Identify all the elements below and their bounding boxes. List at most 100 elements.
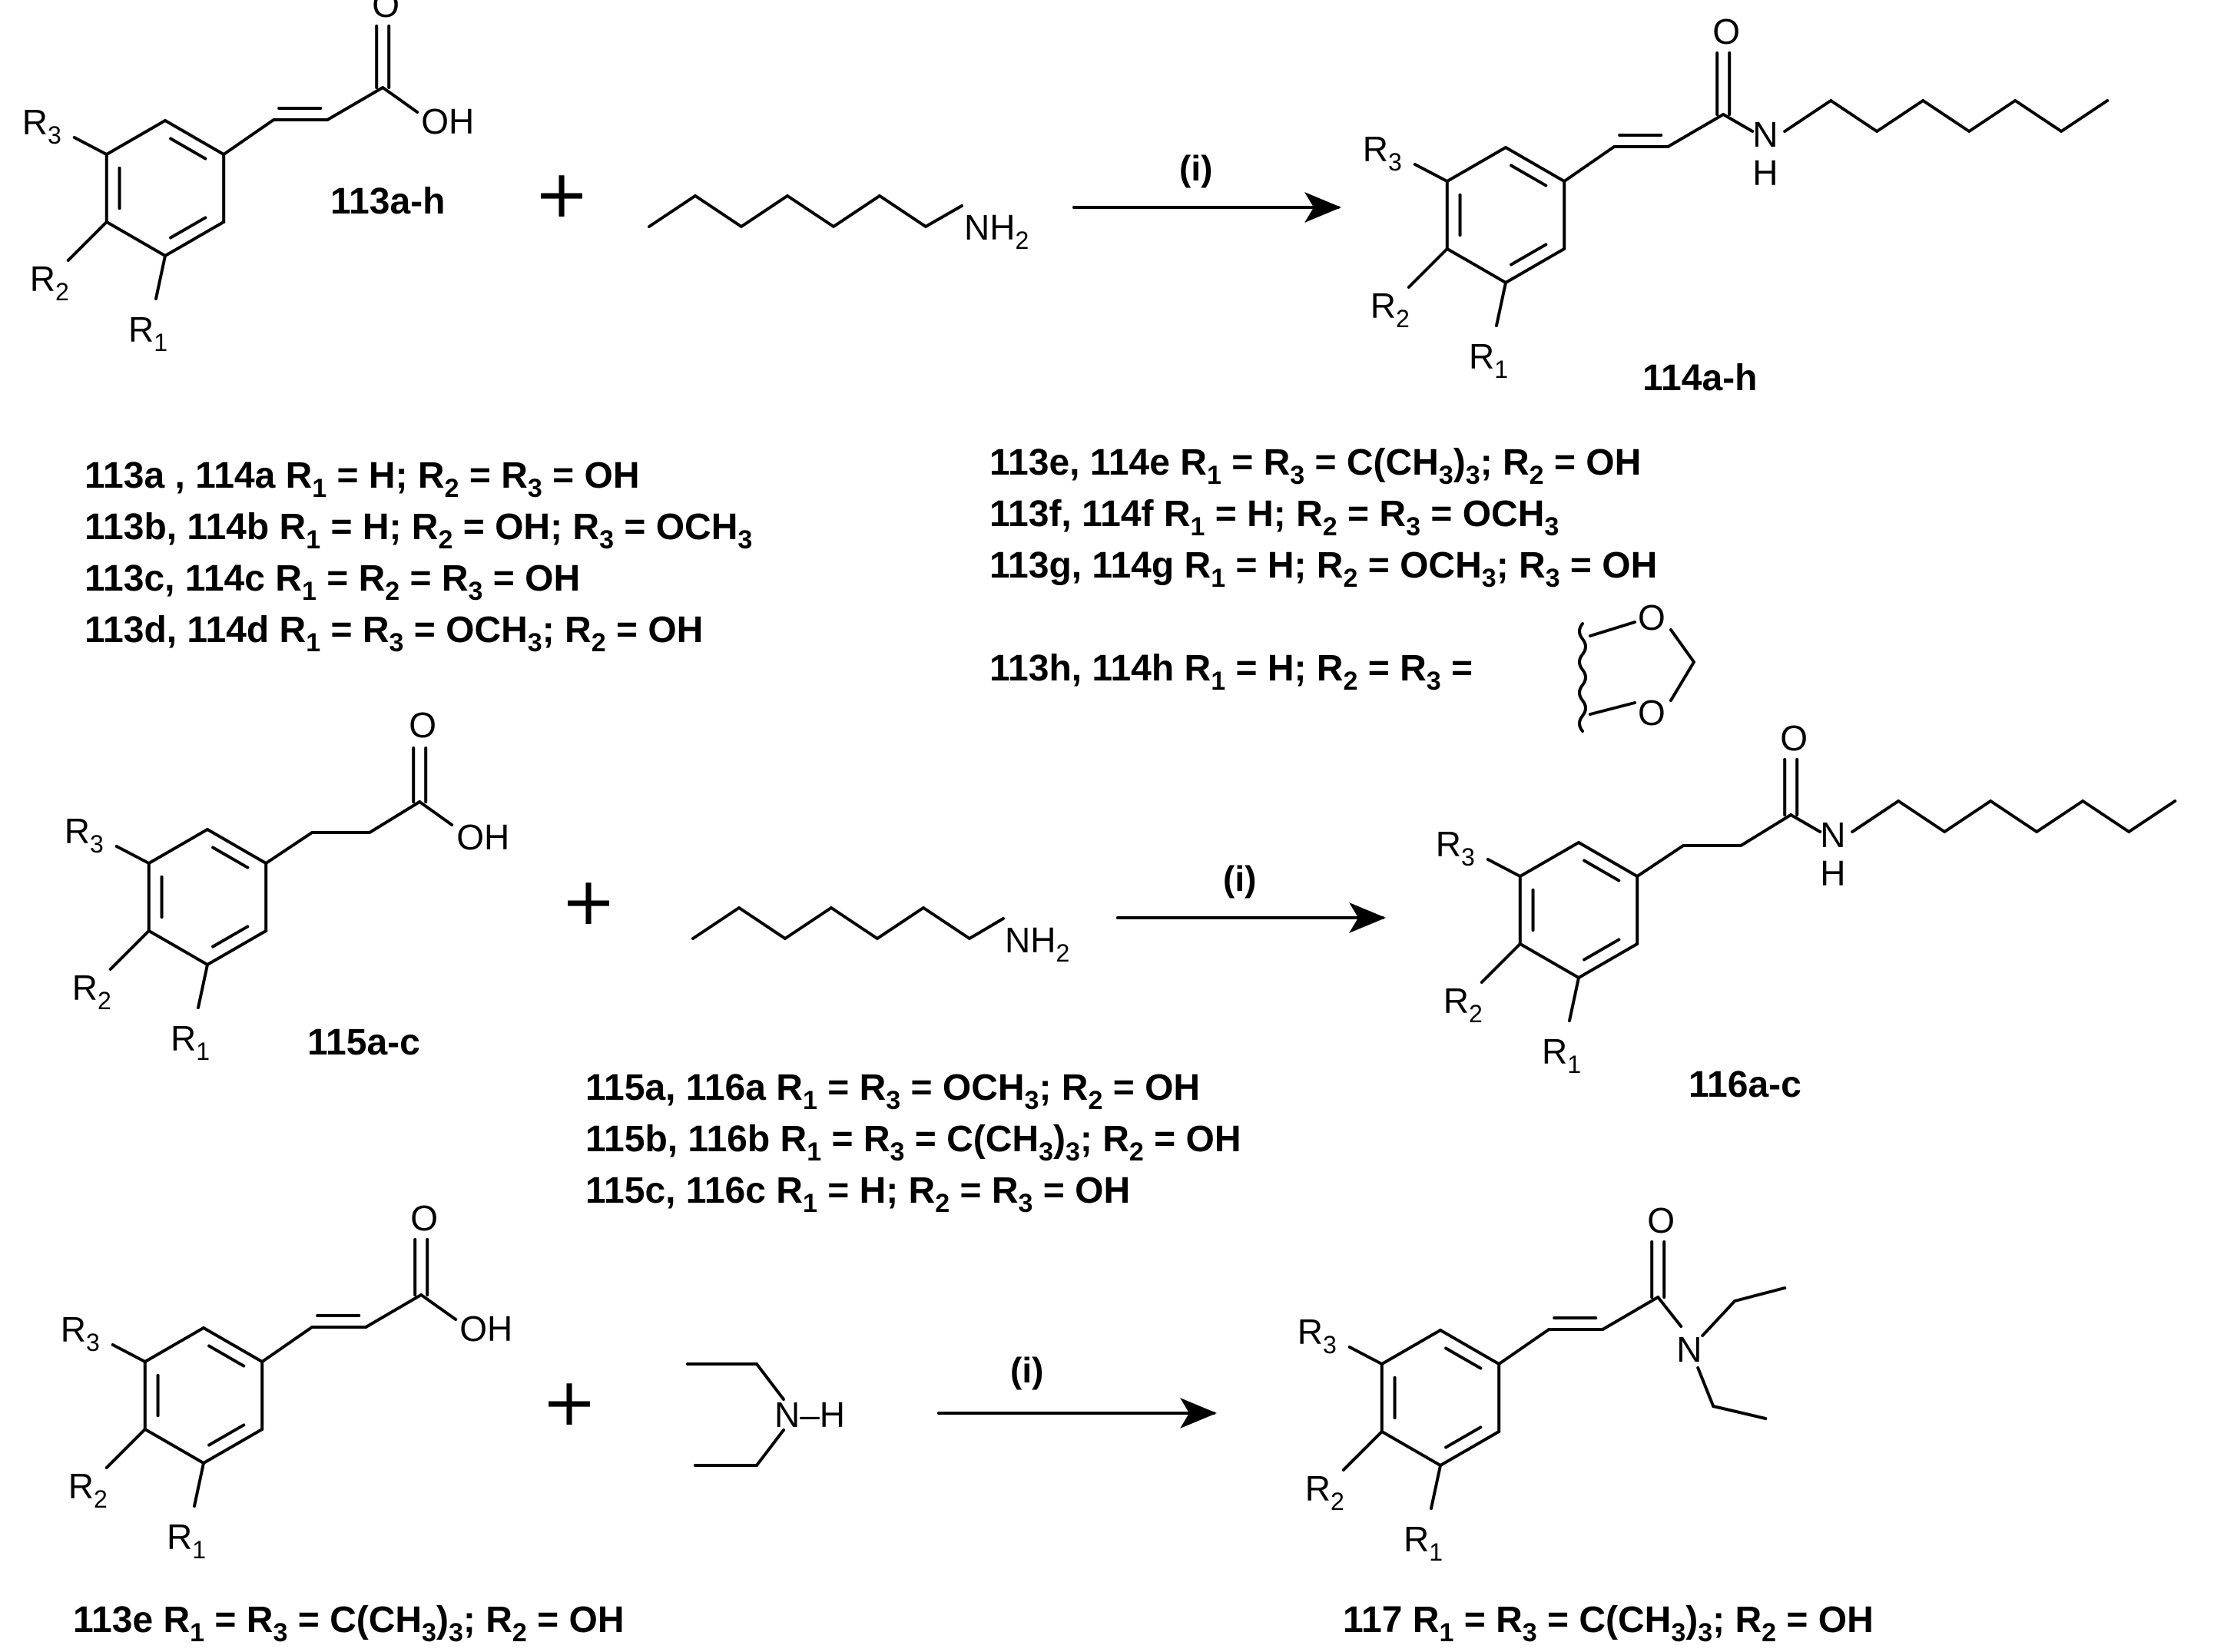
r1-bond [193, 1462, 205, 1508]
diethylamine-nh-label: N–H [774, 1395, 845, 1435]
substituent-115b: 115b, 116b R1 = R3 = C(CH3)3; R2 = OH [585, 1119, 1241, 1167]
substituent-113c: 113c, 114c R1 = R2 = R3 = OH [85, 558, 580, 606]
r1-bond [1568, 976, 1580, 1022]
compound-label-116: 116a-c [1689, 1064, 1801, 1105]
ethyl-bond [755, 1429, 785, 1467]
carbonyl-oxygen: O [372, 0, 399, 25]
ring-double-bond [1583, 859, 1621, 882]
amide-h-label: H [1752, 153, 1778, 193]
hexyl-chain [648, 194, 963, 229]
compound-label-113: 113a-h [330, 181, 445, 222]
reagent-label: (i) [1179, 148, 1212, 188]
acrylic-chain [222, 118, 330, 156]
substituent-113a: 113a , 114a R1 = H; R2 = R3 = OH [85, 455, 639, 503]
amide-n-label: N [1752, 114, 1778, 154]
hexyl-chain [1851, 799, 2177, 834]
chain-bond [1666, 113, 1725, 148]
ring-bond [143, 1326, 205, 1363]
ring-bond [1445, 247, 1507, 284]
reactant-113-r3-label: R3 [22, 102, 61, 149]
substituent-113d: 113d, 114d R1 = R3 = OCH3; R2 = OH [85, 610, 703, 657]
ring-double-bond [207, 1423, 246, 1447]
ring-bond [202, 1326, 264, 1363]
ring-double-bond [169, 216, 207, 240]
ring-bond [104, 220, 167, 257]
compound-label-115: 115a-c [307, 1022, 420, 1063]
product-114-r3-label: R3 [1363, 129, 1402, 176]
product-116-r2-label: R2 [1443, 981, 1483, 1028]
acrylic-chain [260, 1326, 368, 1363]
ring-bond [147, 828, 209, 865]
chain-bond [364, 1293, 423, 1329]
reactant-115-r3-label: R3 [65, 811, 104, 858]
amide-n-label: N [1676, 1329, 1702, 1369]
product-117-r3-label: R3 [1298, 1312, 1337, 1359]
amine-nh2-label: NH2 [964, 207, 1029, 254]
amine-nh2-label: NH2 [1005, 920, 1069, 967]
substituent-113f: 113f, 114f R1 = H; R2 = R3 = OCH3 [989, 494, 1559, 541]
product-116-r1-label: R1 [1542, 1031, 1581, 1078]
ring-double-bond [207, 1344, 246, 1368]
ring-bond [164, 119, 226, 156]
amide-n-label: N [1820, 815, 1845, 855]
carbonyl-oxygen: O [1712, 12, 1740, 51]
r2-bond [1407, 247, 1449, 289]
r3-bond [1347, 1346, 1384, 1366]
reactant-113-r1-label: R1 [128, 310, 167, 356]
ring-double-bond [1583, 938, 1621, 962]
reagent-label: (i) [1010, 1350, 1043, 1390]
ring-bond [1439, 1329, 1501, 1366]
ring-double-bond [1510, 243, 1548, 267]
ring-bond [1504, 146, 1566, 183]
r2-bond [108, 929, 151, 971]
reactant-113e-benzene-ring [143, 1326, 264, 1465]
ring-bond [1504, 247, 1566, 284]
ring-bond [1518, 841, 1580, 878]
r2-bond [66, 220, 108, 262]
product-114-r2-label: R2 [1370, 286, 1410, 333]
ring-bond [1380, 1329, 1442, 1366]
ring-bond [202, 1428, 264, 1465]
ring-bond [206, 828, 268, 865]
plus-sign: + [561, 863, 616, 940]
r3-bond [114, 845, 151, 865]
dioxole-bond [1589, 621, 1636, 637]
substituent-113g: 113g, 114g R1 = H; R2 = OCH3; R3 = OH [989, 545, 1657, 593]
carbonyl-oxygen: O [410, 1198, 438, 1238]
ethyl-bond [755, 1362, 785, 1401]
ethyl-bond [1712, 1405, 1768, 1420]
dioxole-bond [1669, 628, 1695, 664]
ring-bond [104, 119, 167, 156]
ring-bond [1445, 146, 1507, 183]
acrylamide-chain [1563, 145, 1670, 183]
r1-bond [197, 963, 209, 1009]
ethyl-bond [1733, 1286, 1787, 1303]
hydroxyl-bond [419, 1293, 458, 1321]
amide-bond [1722, 113, 1755, 133]
ring-bond [147, 929, 209, 966]
compound-label-114: 114a-h [1642, 358, 1757, 399]
amide-h-label: H [1820, 853, 1845, 893]
r3-bond [111, 1343, 147, 1363]
r3-bond [1486, 858, 1522, 878]
product-117-r1-label: R1 [1404, 1519, 1443, 1566]
dioxole-oxygen-bottom: O [1638, 693, 1665, 733]
plus-sign: + [534, 156, 589, 233]
ring-double-bond [211, 846, 250, 869]
hydroxyl-bond [418, 800, 454, 826]
substituent-115a: 115a, 116a R1 = R3 = OCH3; R2 = OH [585, 1068, 1200, 1115]
ring-double-bond [1444, 1346, 1483, 1370]
dioxole-oxygen-top: O [1638, 598, 1665, 637]
ring-bond [1380, 1430, 1442, 1467]
ring-bond [1577, 841, 1639, 878]
r2-bond [1341, 1430, 1384, 1472]
propanamide-chain [1636, 813, 1793, 878]
ring-double-bond [1510, 164, 1548, 187]
ethyl-bond [1701, 1299, 1737, 1337]
hexyl-chain [691, 905, 1005, 941]
r2-bond [1480, 942, 1522, 984]
ethyl-bond [1696, 1366, 1715, 1408]
reactant-113-benzene-ring [104, 119, 226, 257]
r1-bond [1430, 1464, 1442, 1510]
